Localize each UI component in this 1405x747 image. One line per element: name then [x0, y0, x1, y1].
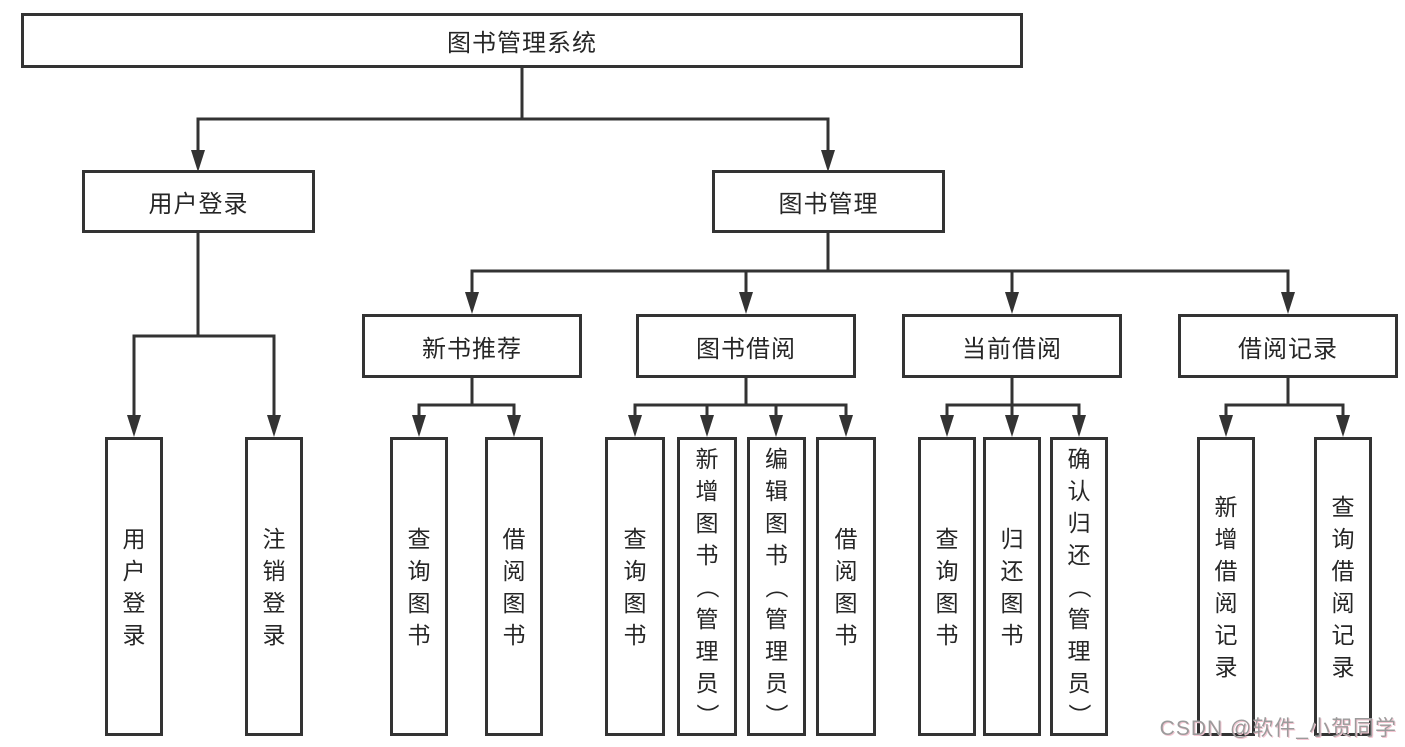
node-label: 借阅记录: [1238, 335, 1338, 363]
node-user-login: 用户登录: [82, 170, 315, 233]
arrowheads: [127, 150, 1350, 437]
node-label: 当前借阅: [962, 335, 1062, 363]
leaf-add-borrow-record: 新增借阅记录: [1197, 437, 1255, 736]
leaf-borrow-books-recommend: 借阅图书: [485, 437, 543, 736]
node-label: 查询借阅记录: [1331, 493, 1355, 680]
node-label: 确认归还（管理员）: [1066, 445, 1092, 727]
leaf-add-books-admin: 新增图书（管理员）: [677, 437, 737, 736]
node-borrow-records: 借阅记录: [1178, 314, 1398, 378]
node-label: 借阅图书: [502, 525, 526, 648]
watermark: CSDN @软件_小贺同学: [1159, 717, 1397, 740]
node-label: 新增借阅记录: [1214, 493, 1238, 680]
leaf-query-books-recommend: 查询图书: [390, 437, 448, 736]
node-book-management: 图书管理: [712, 170, 945, 233]
node-current-borrow: 当前借阅: [902, 314, 1122, 378]
node-label: 借阅图书: [834, 525, 858, 648]
leaf-confirm-return-admin: 确认归还（管理员）: [1050, 437, 1108, 736]
leaf-borrow-books: 借阅图书: [816, 437, 876, 736]
leaf-logout: 注销登录: [245, 437, 303, 736]
node-new-book-recommend: 新书推荐: [362, 314, 582, 378]
node-label: 查询图书: [935, 525, 959, 648]
node-label: 归还图书: [1000, 525, 1024, 648]
leaf-query-borrow-record: 查询借阅记录: [1314, 437, 1372, 736]
leaf-query-books-current: 查询图书: [918, 437, 976, 736]
leaf-edit-books-admin: 编辑图书（管理员）: [747, 437, 806, 736]
node-label: 新增图书（管理员）: [694, 445, 720, 727]
node-label: 用户登录: [122, 525, 146, 648]
node-label: 用户登录: [148, 191, 249, 218]
node-label: 图书管理: [778, 191, 879, 218]
node-book-borrow: 图书借阅: [636, 314, 856, 378]
node-label: 查询图书: [407, 525, 431, 648]
node-library-management-system: 图书管理系统: [21, 13, 1023, 68]
node-label: 图书管理系统: [447, 30, 597, 57]
leaf-query-books-borrow: 查询图书: [605, 437, 665, 736]
node-label: 查询图书: [623, 525, 647, 648]
leaf-return-books: 归还图书: [983, 437, 1041, 736]
node-label: 编辑图书（管理员）: [763, 445, 790, 727]
node-label: 图书借阅: [696, 335, 796, 363]
node-label: 新书推荐: [422, 335, 522, 363]
leaf-user-login: 用户登录: [105, 437, 163, 736]
node-label: 注销登录: [262, 525, 286, 648]
